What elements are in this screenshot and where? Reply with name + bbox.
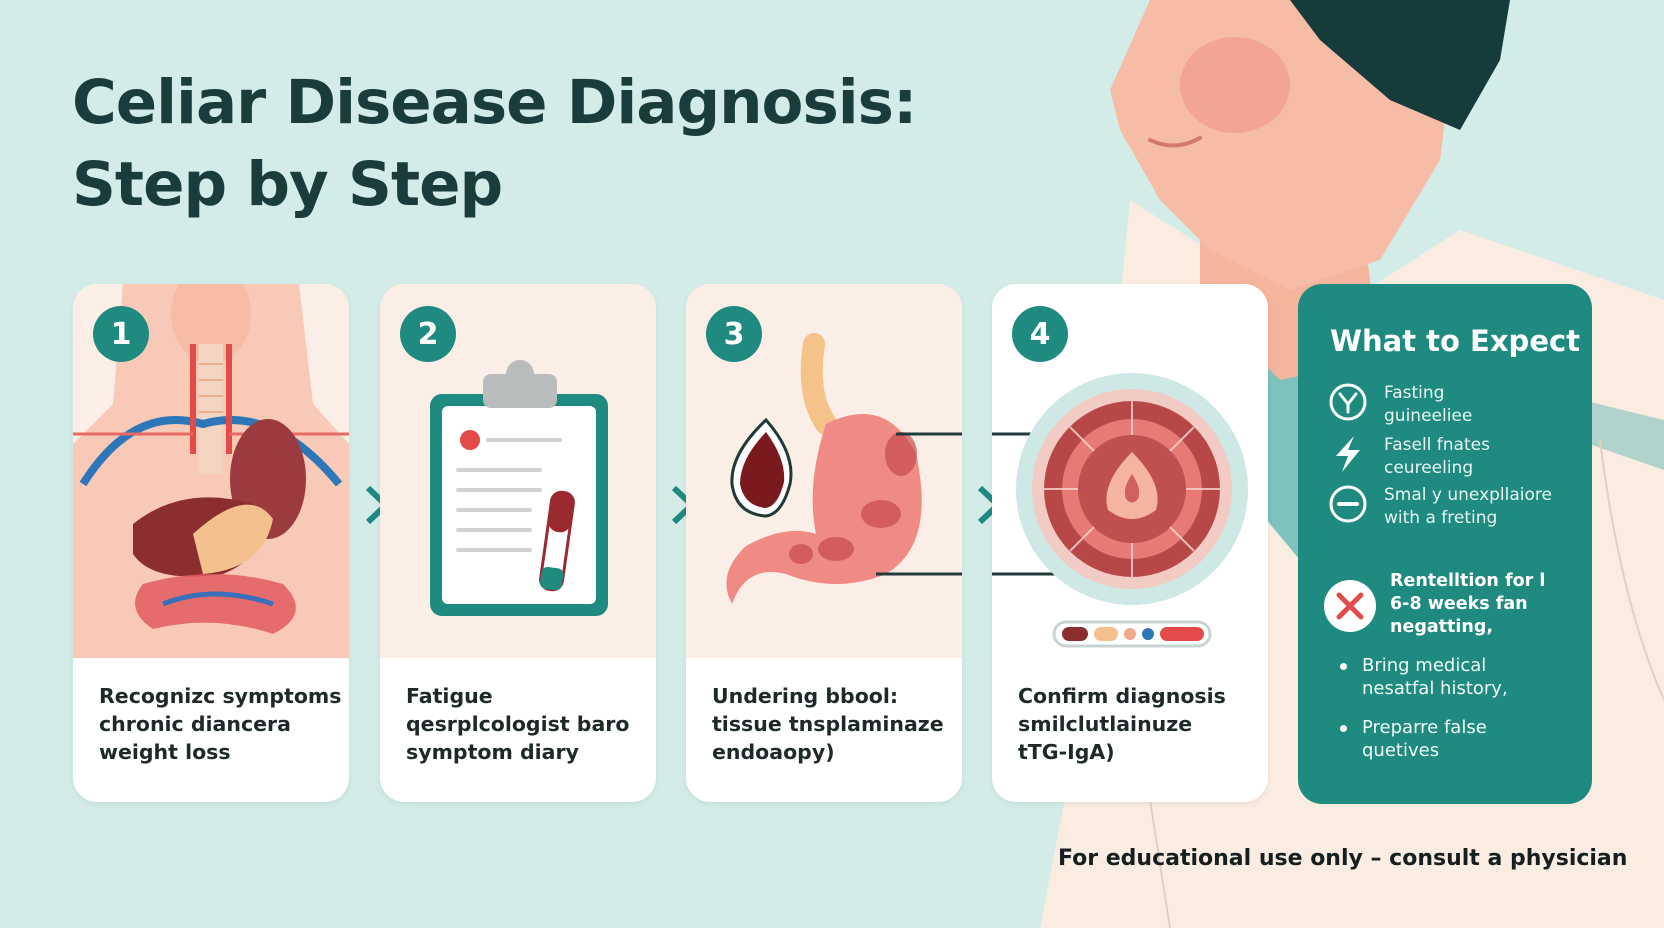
page-title: Celiar Disease Diagnosis: Step by Step [72,62,917,226]
lightning-icon [1336,436,1360,472]
minus-circle-icon [1329,485,1367,523]
step-card-1: 1 Recognizc symptoms chronic diancera we… [73,284,349,802]
step-badge-1: 1 [93,306,149,362]
footer-disclaimer: For educational use only – consult a phy… [1058,846,1628,871]
step-badge-3: 3 [706,306,762,362]
step-card-4: 4 Confirm diagnosis smilclutlainuze tTG-… [992,284,1268,802]
step-4-text: Confirm diagnosis smilclutlainuze tTG-Ig… [1018,684,1226,764]
bullet-icon [1340,663,1347,670]
title-line-2: Step by Step [72,149,503,220]
title-line-1: Celiar Disease Diagnosis: [72,67,917,138]
bullet-icon [1340,725,1347,732]
step-card-2: 2 Fatigue qesrplcologist baro symptom di… [380,284,656,802]
step-2-text: Fatigue qesrplcologist baro symptom diar… [406,684,630,764]
expect-warning-text: Rentelltion for l 6-8 weeks fan negattin… [1390,571,1546,637]
what-to-expect-panel: What to Expect Fasting guineeliee Fasell… [1298,284,1592,804]
step-3-text: Undering bbool: tissue tnsplaminaze endo… [712,684,944,764]
step-1-text: Recognizc symptoms chronic diancera weig… [99,684,342,764]
step-badge-4: 4 [1012,306,1068,362]
expect-heading: What to Expect [1330,324,1581,358]
x-icon [1324,580,1376,632]
step-card-3: 3 Undering bbool: tissue tnsplaminaze en… [686,284,962,802]
clock-icon [1329,383,1367,421]
step-badge-2: 2 [400,306,456,362]
